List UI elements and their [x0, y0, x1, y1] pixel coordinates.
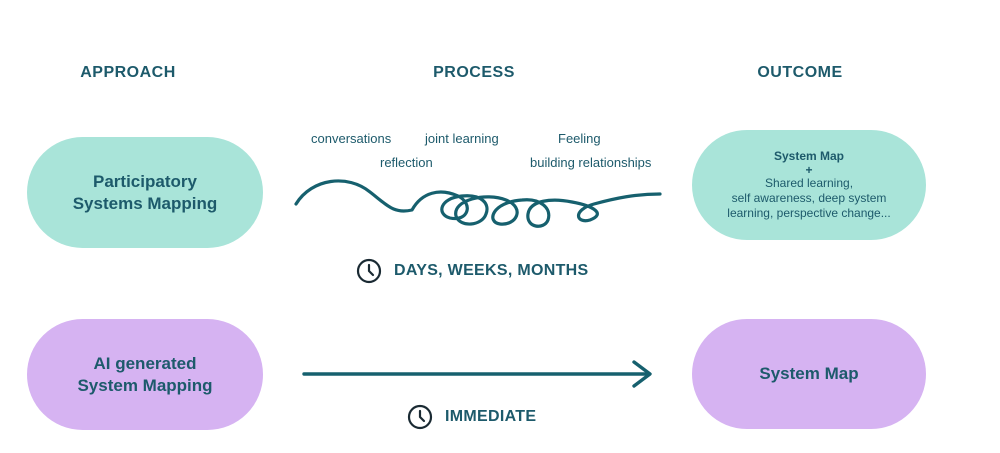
approach-header: APPROACH	[80, 64, 176, 81]
process-word-joint-learning: joint learning	[425, 131, 499, 146]
participatory-duration: DAYS, WEEKS, MONTHS	[356, 258, 588, 284]
ai-outcome-pill: System Map	[692, 319, 926, 429]
participatory-approach-pill: Participatory Systems Mapping	[27, 137, 263, 248]
ai-outcome-title: System Map	[759, 364, 859, 383]
participatory-outcome-plus: +	[805, 163, 813, 177]
ai-approach-pill: AI generated System Mapping	[27, 319, 263, 430]
participatory-approach-label: Participatory Systems Mapping	[72, 171, 218, 213]
ai-duration: IMMEDIATE	[407, 404, 536, 430]
process-word-conversations: conversations	[311, 131, 392, 146]
process-word-feeling: Feeling	[558, 131, 601, 146]
outcome-header: OUTCOME	[757, 64, 843, 81]
process-header: PROCESS	[433, 64, 515, 81]
ai-duration-label: IMMEDIATE	[445, 408, 537, 425]
participatory-outcome-title: System Map	[773, 149, 845, 163]
process-word-building-relationships: building relationships	[530, 155, 652, 170]
process-word-reflection: reflection	[380, 155, 433, 170]
participatory-outcome-pill: System Map + Shared learning, self aware…	[692, 130, 926, 240]
ai-approach-label: AI generated System Mapping	[77, 353, 213, 395]
participatory-duration-label: DAYS, WEEKS, MONTHS	[394, 262, 589, 279]
clock-icon	[356, 258, 382, 284]
arrow-right-icon	[302, 360, 652, 388]
clock-icon	[407, 404, 433, 430]
squiggle-line	[294, 179, 662, 228]
participatory-outcome-detail: Shared learning, self awareness, deep sy…	[727, 176, 891, 220]
